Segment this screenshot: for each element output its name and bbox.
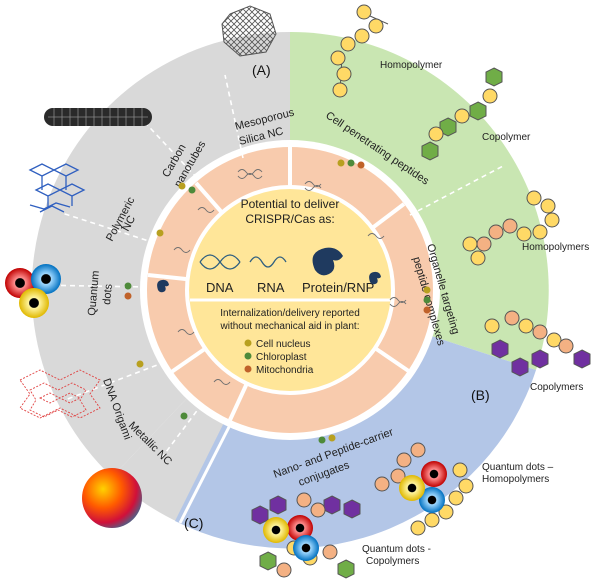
label-copolymers: Copolymers [530, 382, 583, 393]
label-qd-homo-1: Quantum dots – [482, 462, 554, 473]
metallic-nc-icon [82, 468, 142, 528]
peach-protein-icon-1 [157, 279, 169, 293]
center-title-2: CRISPR/Cas as: [245, 212, 334, 226]
legend-label-chloroplast: Chloroplast [256, 352, 307, 363]
center-title-1: Potential to deliver [241, 197, 340, 211]
label-homopolymer: Homopolymer [380, 60, 443, 71]
rna-strand-icon [249, 256, 287, 268]
qd-homopolymers-icon [374, 442, 474, 536]
label-qd-co-2: Copolymers [366, 556, 419, 567]
legend-label-mitochondria: Mitochondria [256, 365, 314, 376]
label-quantum-1: Quantum [86, 270, 102, 316]
qd-homopolymers-dots-icon [399, 461, 447, 513]
location-dots [124, 159, 431, 444]
mesoporous-silica-icon [221, 5, 277, 57]
quantum-dots-icon [5, 264, 61, 318]
copolymers-chain-icon [484, 310, 591, 377]
legend-dot-nucleus [244, 339, 252, 347]
label-copolymer: Copolymer [482, 132, 531, 143]
legend-label-nucleus: Cell nucleus [256, 339, 310, 350]
gray-blue-border [178, 424, 232, 524]
qd-copolymers-dots-icon [263, 515, 319, 561]
homopolymers-chain-icon [462, 190, 560, 266]
label-qd-co-1: Quantum dots - [362, 544, 431, 555]
label-homopolymers: Homopolymers [522, 242, 589, 253]
center-dna: DNA [206, 280, 234, 295]
section-b-label: (B) [471, 387, 490, 403]
section-a-label: (A) [252, 62, 271, 78]
center-legend: Cell nucleus Chloroplast Mitochondria [244, 339, 314, 376]
section-c-label: (C) [184, 515, 203, 531]
homopolymer-chain-icon [330, 4, 389, 98]
label-quantum-2: dots [101, 283, 115, 305]
center-rna: RNA [257, 280, 285, 295]
polymeric-nc-icon [28, 163, 86, 213]
legend-dot-chloroplast [244, 352, 252, 360]
legend-dot-mitochondria [244, 365, 252, 373]
label-qd-homo-2: Homopolymers [482, 474, 549, 485]
center-intern-2: without mechanical aid in plant: [220, 321, 360, 332]
center-protein: Protein/RNP [302, 280, 374, 295]
copolymer-chain-icon [421, 67, 503, 161]
protein-icon [312, 247, 343, 276]
center-intern-1: Internalization/delivery reported [220, 308, 360, 319]
peach-protein-icon-2 [369, 271, 381, 285]
center-circle [185, 185, 395, 395]
dna-origami-icon [19, 369, 101, 419]
peach-squiggles [173, 169, 407, 385]
dna-helix-icon [199, 254, 241, 270]
carbon-nanotube-icon [44, 108, 152, 126]
